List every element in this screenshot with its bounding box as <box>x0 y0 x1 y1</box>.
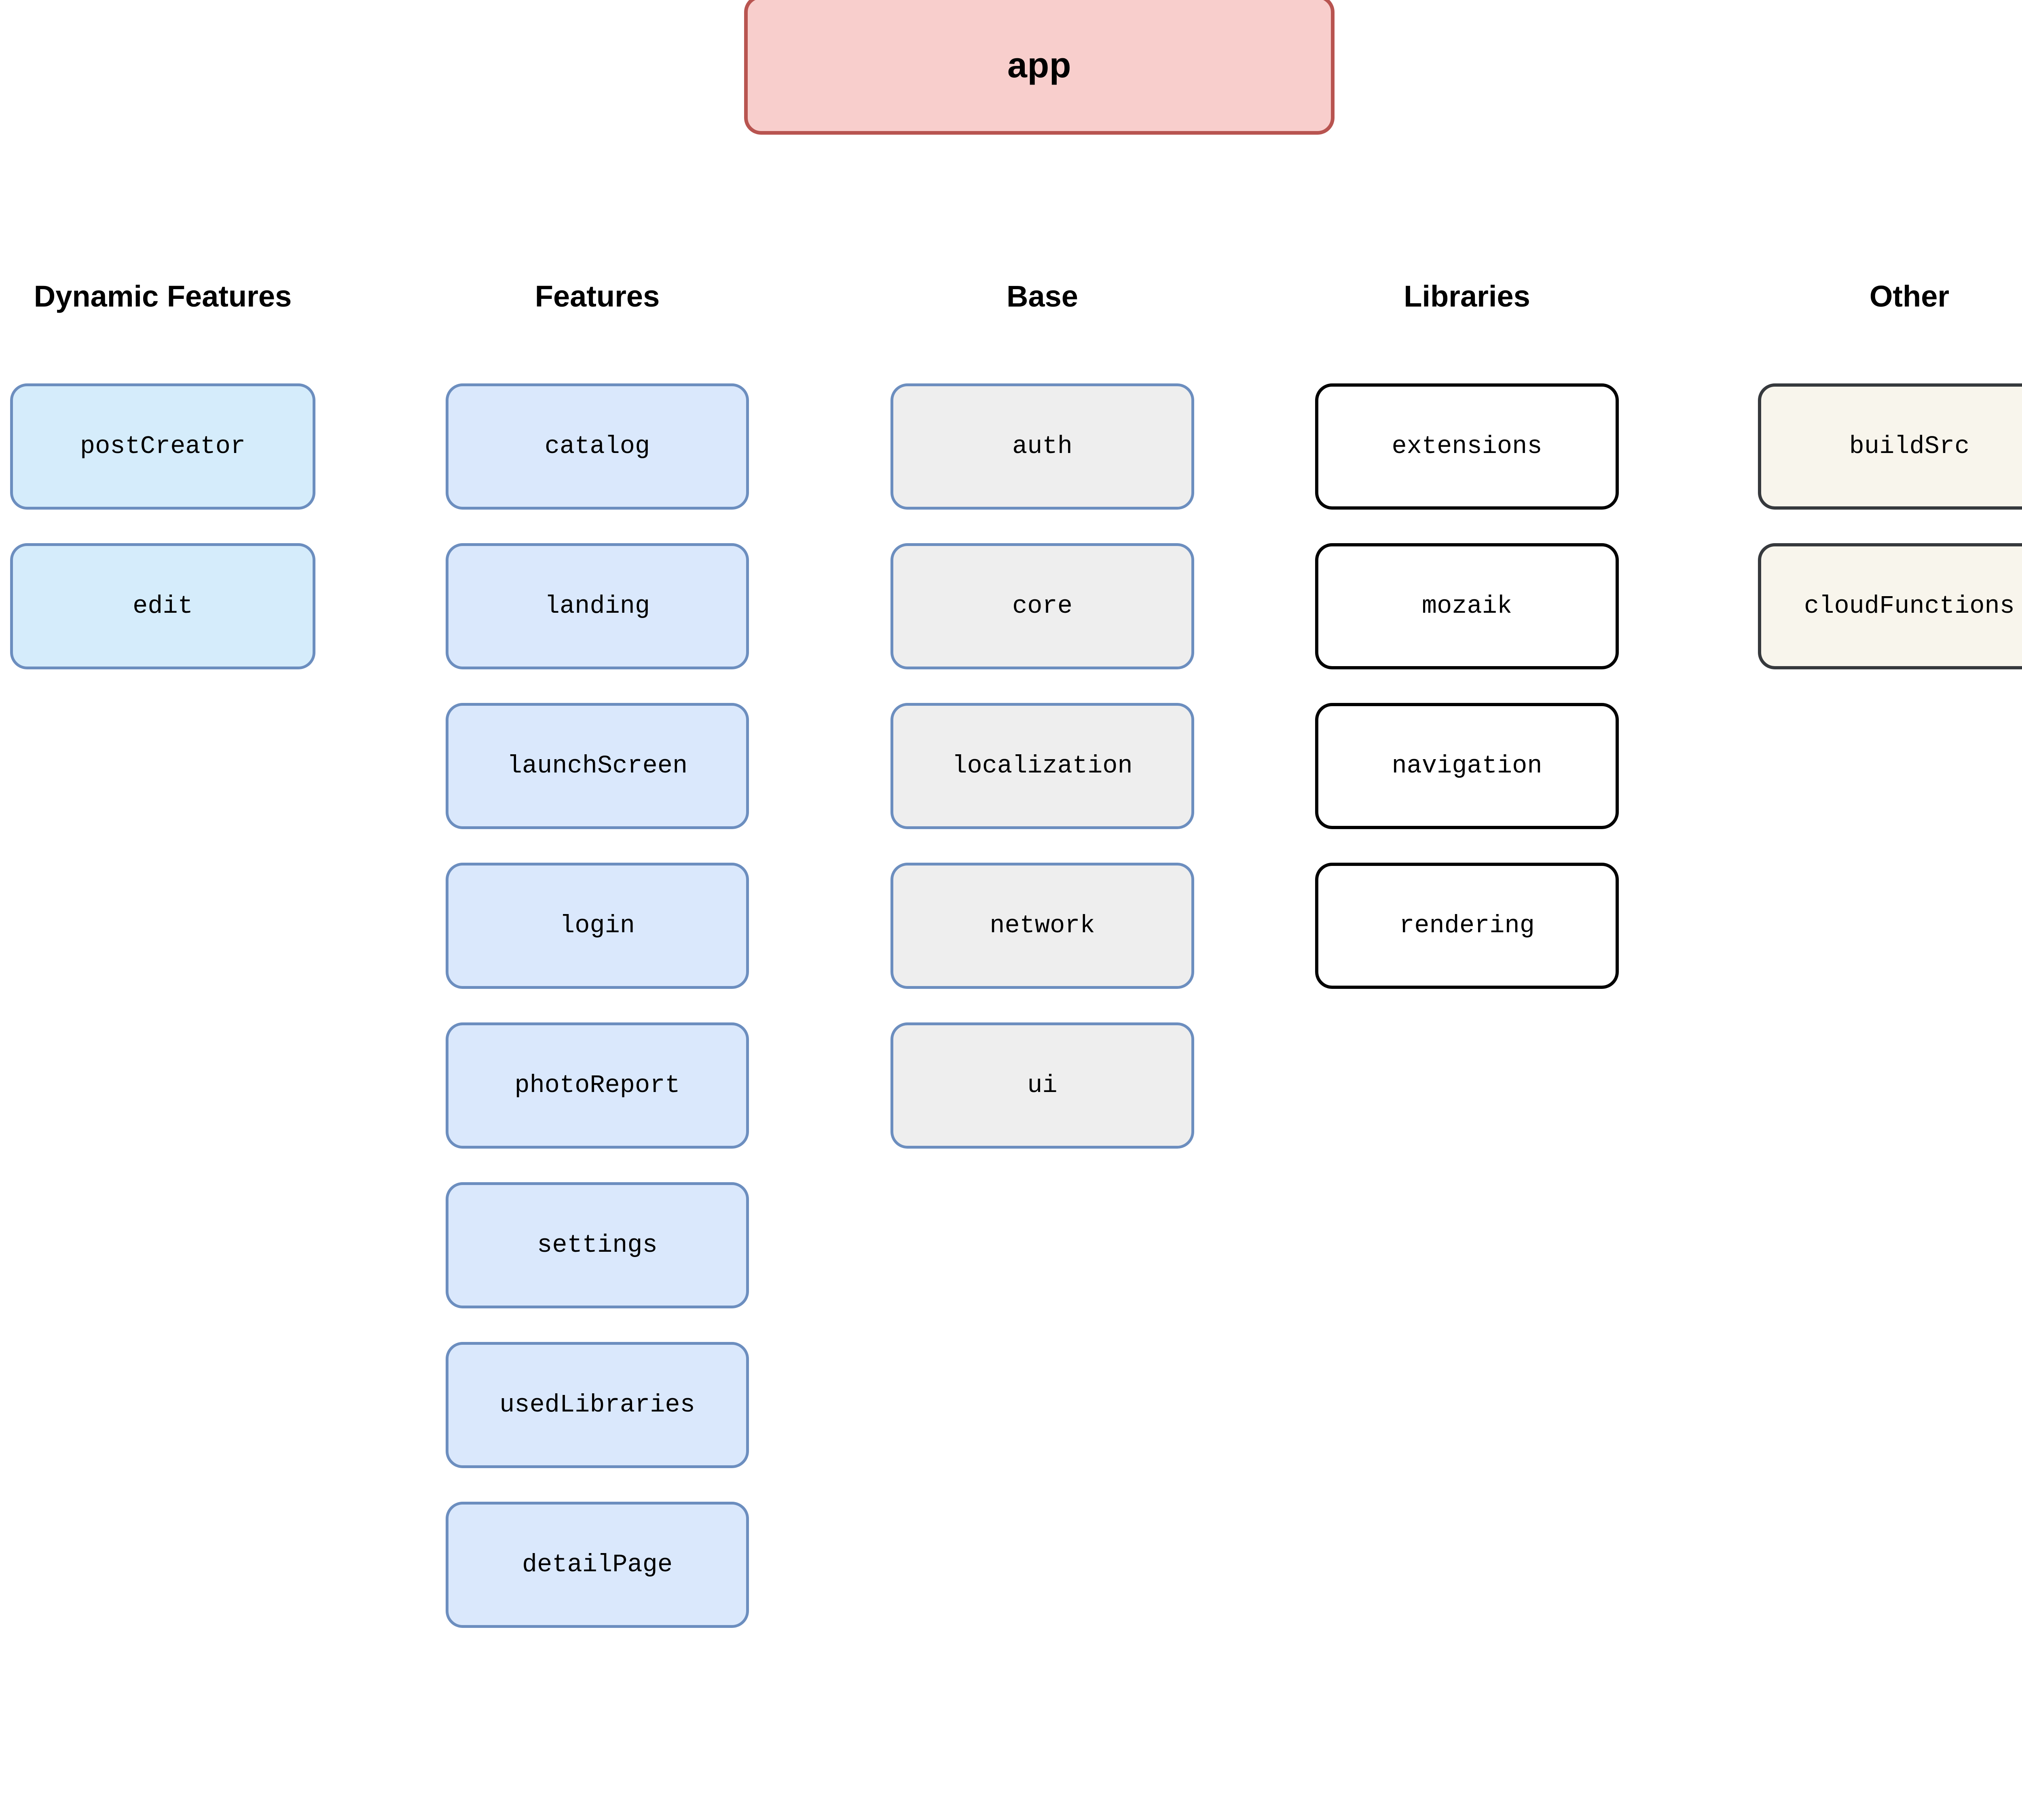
node-launchScreen[interactable]: launchScreen <box>446 703 749 829</box>
node-catalog[interactable]: catalog <box>446 383 749 510</box>
column-header-base: Base <box>1007 279 1078 313</box>
node-label-photoReport: photoReport <box>514 1071 680 1100</box>
node-network[interactable]: network <box>890 863 1194 989</box>
column-header-other: Other <box>1869 279 1950 313</box>
node-detailPage[interactable]: detailPage <box>446 1502 749 1628</box>
node-settings[interactable]: settings <box>446 1182 749 1308</box>
node-mozaik[interactable]: mozaik <box>1315 543 1619 669</box>
node-label-postCreator: postCreator <box>80 432 246 461</box>
node-rendering[interactable]: rendering <box>1315 863 1619 989</box>
node-navigation[interactable]: navigation <box>1315 703 1619 829</box>
node-label-login: login <box>559 911 635 940</box>
node-label-launchScreen: launchScreen <box>507 751 688 780</box>
node-label-detailPage: detailPage <box>522 1550 673 1579</box>
node-label-settings: settings <box>537 1231 658 1259</box>
node-app[interactable]: app <box>744 0 1335 135</box>
node-auth[interactable]: auth <box>890 383 1194 510</box>
node-postCreator[interactable]: postCreator <box>10 383 315 510</box>
node-label-rendering: rendering <box>1399 911 1535 940</box>
column-header-libraries: Libraries <box>1404 279 1530 313</box>
column-header-features: Features <box>535 279 660 313</box>
node-usedLibraries[interactable]: usedLibraries <box>446 1342 749 1468</box>
node-label-navigation: navigation <box>1392 751 1542 780</box>
node-label-buildSrc: buildSrc <box>1849 432 1970 461</box>
node-label-ui: ui <box>1027 1071 1058 1100</box>
node-app-label: app <box>1007 44 1071 85</box>
column-header-dynamic-features: Dynamic Features <box>34 279 292 313</box>
node-label-usedLibraries: usedLibraries <box>499 1390 695 1419</box>
node-label-cloudFunctions: cloudFunctions <box>1804 592 2015 620</box>
node-label-extensions: extensions <box>1392 432 1542 461</box>
node-label-localization: localization <box>952 751 1133 780</box>
node-landing[interactable]: landing <box>446 543 749 669</box>
node-edit[interactable]: edit <box>10 543 315 669</box>
node-login[interactable]: login <box>446 863 749 989</box>
node-core[interactable]: core <box>890 543 1194 669</box>
node-cloudFunctions[interactable]: cloudFunctions <box>1758 543 2022 669</box>
node-label-network: network <box>990 911 1095 940</box>
node-label-edit: edit <box>133 592 193 620</box>
node-label-core: core <box>1012 592 1072 620</box>
node-photoReport[interactable]: photoReport <box>446 1022 749 1149</box>
node-ui[interactable]: ui <box>890 1022 1194 1149</box>
node-label-catalog: catalog <box>544 432 650 461</box>
node-label-mozaik: mozaik <box>1421 592 1512 620</box>
node-extensions[interactable]: extensions <box>1315 383 1619 510</box>
node-label-landing: landing <box>544 592 650 620</box>
node-buildSrc[interactable]: buildSrc <box>1758 383 2022 510</box>
node-localization[interactable]: localization <box>890 703 1194 829</box>
node-label-auth: auth <box>1012 432 1072 461</box>
